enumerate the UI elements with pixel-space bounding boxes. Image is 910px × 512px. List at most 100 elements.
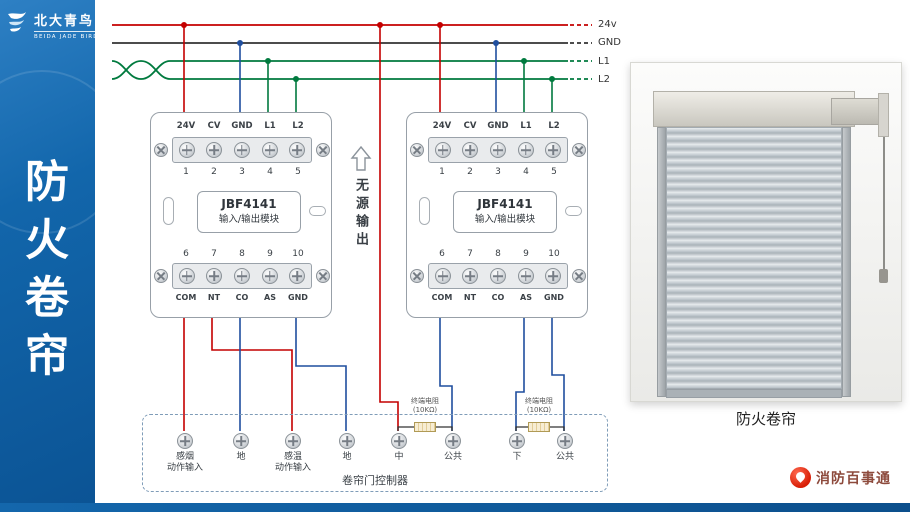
terminal-number: 7: [211, 249, 217, 259]
resistor-value: (10KΩ): [412, 406, 438, 415]
terminal-label: NT: [207, 293, 221, 302]
terminal-screw-icon: [462, 142, 479, 158]
terminal-number: 9: [523, 249, 529, 259]
controller-terminal-label: 中: [394, 452, 404, 462]
terminal-number: 5: [295, 167, 301, 177]
bottom-accent-bar: [0, 503, 910, 512]
terminal-screw-icon: [233, 142, 250, 158]
terminal-number: 8: [239, 249, 245, 259]
terminal-number: 3: [495, 167, 501, 177]
terminal-number: 6: [439, 249, 445, 259]
mounting-screw-icon: [572, 269, 586, 283]
footer-brand-name: 消防百事通: [816, 470, 891, 487]
terminal-number: 4: [267, 167, 273, 177]
module-model: JBF4141: [477, 197, 533, 211]
terminal-screw-icon: [261, 268, 278, 284]
terminal-label: COM: [175, 293, 197, 302]
controller-terminal-screw-icon: [557, 433, 573, 449]
terminal-number: 2: [211, 167, 217, 177]
shutter-controller-box: 感烟 动作输入 地 感温 动作输入 地 中 公共 下 公共 卷帘门控制器: [142, 414, 608, 492]
terminal-number: 6: [183, 249, 189, 259]
resistor-name: 终端电阻: [411, 397, 439, 405]
terminal-label: GND: [544, 293, 564, 302]
module2-nameplate: JBF4141 输入/输出模块: [453, 191, 557, 233]
module-type-label: 输入/输出模块: [474, 214, 536, 225]
module1-top-terminal-strip: [172, 137, 312, 163]
terminal-screw-icon: [489, 268, 506, 284]
shutter-bracket: [878, 93, 889, 137]
module1-bottom-terminal-strip: [172, 263, 312, 289]
terminal-label: GND: [288, 293, 308, 302]
module-model: JBF4141: [221, 197, 277, 211]
controller-terminal-label: 地: [342, 452, 352, 462]
terminal-label: L2: [548, 121, 560, 131]
flame-icon: [790, 467, 811, 488]
resistor-label: 终端电阻 (10KΩ): [390, 397, 460, 415]
controller-title: 卷帘门控制器: [342, 474, 408, 487]
terminal-number: 4: [523, 167, 529, 177]
terminal-label: CV: [207, 121, 221, 131]
junction-dots-red: [181, 22, 443, 28]
terminal-resistor: [414, 422, 436, 432]
terminal-screw-icon: [289, 142, 306, 158]
mounting-screw-icon: [572, 143, 586, 157]
terminal-screw-icon: [233, 268, 250, 284]
terminal-screw-icon: [517, 268, 534, 284]
terminal-number: 9: [267, 249, 273, 259]
indicator-slot: [419, 197, 430, 225]
shutter-hood: [653, 91, 855, 127]
terminal-label: AS: [264, 293, 276, 302]
resistor-name: 终端电阻: [525, 397, 553, 405]
controller-terminal-label: 公共: [443, 452, 462, 462]
terminal-number: 10: [548, 249, 560, 259]
controller-terminal-label: 感烟 动作输入: [166, 452, 203, 474]
terminal-label: COM: [431, 293, 453, 302]
terminal-screw-icon: [462, 268, 479, 284]
controller-terminal-label: 感温 动作输入: [274, 452, 311, 474]
brand-logo: 北大青鸟 BEIDA JADE BIRD: [6, 10, 99, 40]
bus-label-24v: 24v: [598, 19, 617, 30]
terminal-label: 24V: [432, 121, 452, 131]
module-type-label: 输入/输出模块: [218, 214, 280, 225]
terminal-label: CV: [463, 121, 477, 131]
terminal-label: L1: [264, 121, 276, 131]
footer-brand: 消防百事通: [790, 467, 891, 488]
mounting-screw-icon: [410, 143, 424, 157]
bus-l1-l2-twisted-pair: [111, 60, 592, 80]
terminal-screw-icon: [206, 268, 223, 284]
brand-name-cn: 北大青鸟: [34, 14, 95, 29]
terminal-label: CO: [235, 293, 249, 302]
terminal-number: 8: [495, 249, 501, 259]
terminal-number: 5: [551, 167, 557, 177]
terminal-screw-icon: [289, 268, 306, 284]
controller-terminal-label: 地: [236, 452, 246, 462]
mounting-screw-icon: [316, 269, 330, 283]
module1-bottom-terminal-labels: COM NT CO AS GND: [172, 293, 312, 302]
mounting-screw-icon: [154, 143, 168, 157]
resistor-value: (10KΩ): [526, 406, 552, 415]
controller-terminal-screw-icon: [509, 433, 525, 449]
terminal-screw-icon: [545, 268, 562, 284]
terminal-screw-icon: [517, 142, 534, 158]
controller-terminal-screw-icon: [285, 433, 301, 449]
controller-terminal-label: 下: [512, 452, 522, 462]
mounting-screw-icon: [316, 143, 330, 157]
terminal-screw-icon: [489, 142, 506, 158]
controller-terminal-screw-icon: [233, 433, 249, 449]
up-arrow-icon: [350, 145, 372, 171]
terminal-screw-icon: [206, 142, 223, 158]
mounting-screw-icon: [410, 269, 424, 283]
bus-label-l1: L1: [598, 56, 610, 67]
terminal-screw-icon: [545, 142, 562, 158]
controller-terminal-screw-icon: [339, 433, 355, 449]
terminal-label: L1: [520, 121, 532, 131]
terminal-label: AS: [520, 293, 532, 302]
pull-cord: [883, 137, 885, 269]
module-button: [309, 206, 326, 216]
junction-dots-green: [265, 58, 555, 82]
